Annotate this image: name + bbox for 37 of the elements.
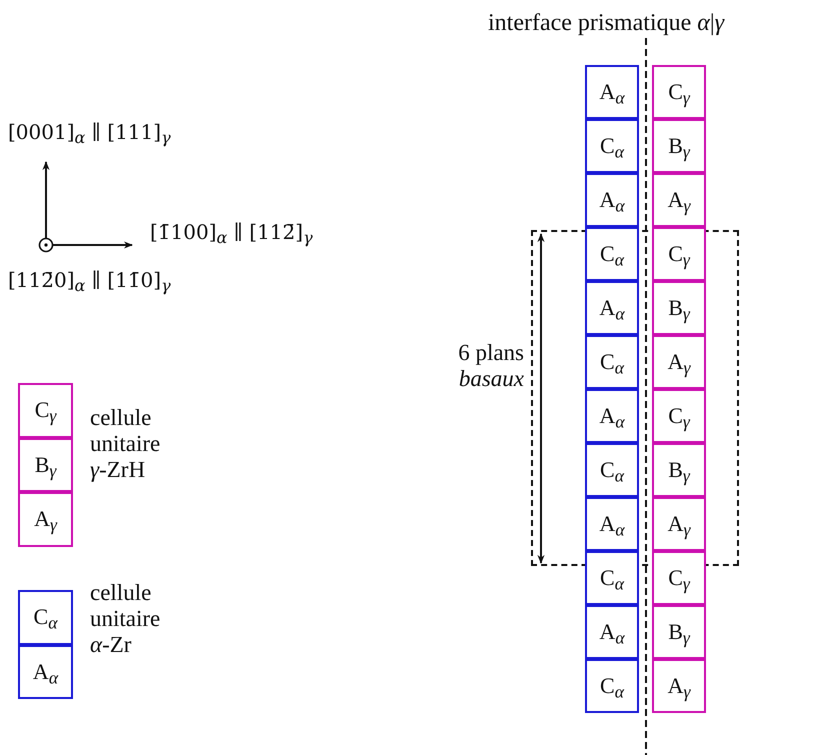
axis-label: [112̄0]$_{α}$ ∥ [11̄0]$_{γ}$ bbox=[8, 267, 172, 293]
layer-cell: C$_{α}$ bbox=[585, 119, 639, 173]
layer-cell: A$_{α}$ bbox=[585, 389, 639, 443]
layer-cell: A$_{γ}$ bbox=[652, 659, 706, 713]
layer-cell: C$_{γ}$ bbox=[18, 383, 73, 438]
layer-cell: A$_{γ}$ bbox=[18, 492, 73, 546]
title: interface prismatique α|γ bbox=[488, 10, 724, 36]
layer-cell: A$_{α}$ bbox=[18, 644, 73, 699]
layer-cell: A$_{γ}$ bbox=[652, 497, 706, 551]
layer-cell: B$_{γ}$ bbox=[18, 438, 73, 492]
layer-cell: C$_{α}$ bbox=[585, 227, 639, 281]
legend-caption: cellule unitaire α-Zr bbox=[90, 580, 162, 658]
layer-cell: B$_{γ}$ bbox=[652, 281, 706, 335]
layer-cell: C$_{γ}$ bbox=[652, 227, 706, 281]
layer-cell: A$_{α}$ bbox=[585, 281, 639, 335]
layer-cell: A$_{α}$ bbox=[585, 173, 639, 227]
layer-cell: B$_{γ}$ bbox=[652, 605, 706, 659]
layer-cell: C$_{γ}$ bbox=[652, 551, 706, 605]
layer-cell: A$_{α}$ bbox=[585, 497, 639, 551]
layer-cell: C$_{α}$ bbox=[18, 590, 73, 644]
layer-cell: C$_{γ}$ bbox=[652, 389, 706, 443]
layer-cell: C$_{γ}$ bbox=[652, 65, 706, 119]
layer-cell: A$_{α}$ bbox=[585, 65, 639, 119]
dimension-label: 6 plans basaux bbox=[457, 340, 524, 392]
layer-cell: A$_{γ}$ bbox=[652, 335, 706, 389]
layer-cell: C$_{α}$ bbox=[585, 551, 639, 605]
layer-cell: C$_{α}$ bbox=[585, 659, 639, 713]
layer-cell: A$_{γ}$ bbox=[652, 173, 706, 227]
layer-cell: A$_{α}$ bbox=[585, 605, 639, 659]
layer-cell: C$_{α}$ bbox=[585, 335, 639, 389]
layer-cell: C$_{α}$ bbox=[585, 443, 639, 497]
axis-label: [0001]$_{α}$ ∥ [111]$_{γ}$ bbox=[8, 119, 172, 145]
layer-cell: B$_{γ}$ bbox=[652, 119, 706, 173]
axis-label: [1̄100]$_{α}$ ∥ [112̄]$_{γ}$ bbox=[150, 219, 314, 245]
layer-cell: B$_{γ}$ bbox=[652, 443, 706, 497]
dashed-frame bbox=[531, 230, 739, 566]
legend-caption: cellule unitaire γ-ZrH bbox=[90, 405, 162, 483]
